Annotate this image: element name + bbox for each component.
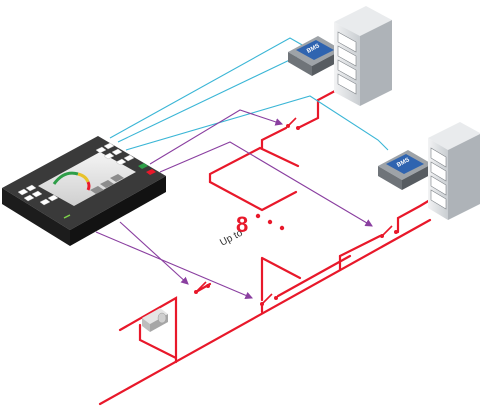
controller-panel	[2, 136, 166, 246]
upto-box-line	[260, 256, 302, 302]
upto-connector	[208, 146, 300, 184]
lower-bms-unit: BMS	[378, 150, 432, 190]
switch-blades	[195, 117, 393, 305]
switch-node	[206, 284, 210, 288]
left-keypad	[17, 184, 59, 206]
generator-branch	[118, 296, 178, 364]
control-line-3	[119, 221, 189, 285]
switches	[194, 124, 398, 306]
upto-count: 8	[236, 212, 248, 237]
lower-rack-branch	[338, 234, 382, 258]
control-line-4	[95, 231, 254, 299]
switch-node	[274, 296, 278, 300]
start-button	[138, 163, 148, 169]
bms-line-3	[125, 95, 389, 151]
upper-rack-branch	[260, 126, 288, 150]
ellipsis-dots	[255, 213, 285, 231]
stop-button	[146, 169, 156, 175]
right-keypad	[95, 142, 135, 166]
control-line-2	[159, 141, 373, 227]
control-line-1	[149, 109, 284, 165]
generator-feed	[138, 323, 178, 360]
switch-node	[394, 230, 398, 234]
lower-rack-feed	[396, 198, 432, 234]
generator	[142, 308, 168, 332]
bms-label-lower: BMS	[396, 157, 411, 169]
gauge-display	[52, 171, 91, 191]
control-lines	[95, 109, 373, 299]
bms-line-2	[117, 55, 299, 143]
main-bus-line	[98, 218, 432, 406]
switch-stub-3	[276, 254, 352, 298]
bms-line-1	[109, 37, 305, 139]
upto-left	[208, 180, 298, 212]
lower-battery-rack	[428, 122, 480, 220]
status-led	[63, 214, 71, 219]
switch-node	[296, 126, 300, 130]
upper-rack-feed	[296, 82, 350, 130]
power-bus	[98, 82, 432, 406]
upper-battery-rack	[334, 6, 392, 106]
bms-label-upper: BMS	[306, 43, 321, 55]
